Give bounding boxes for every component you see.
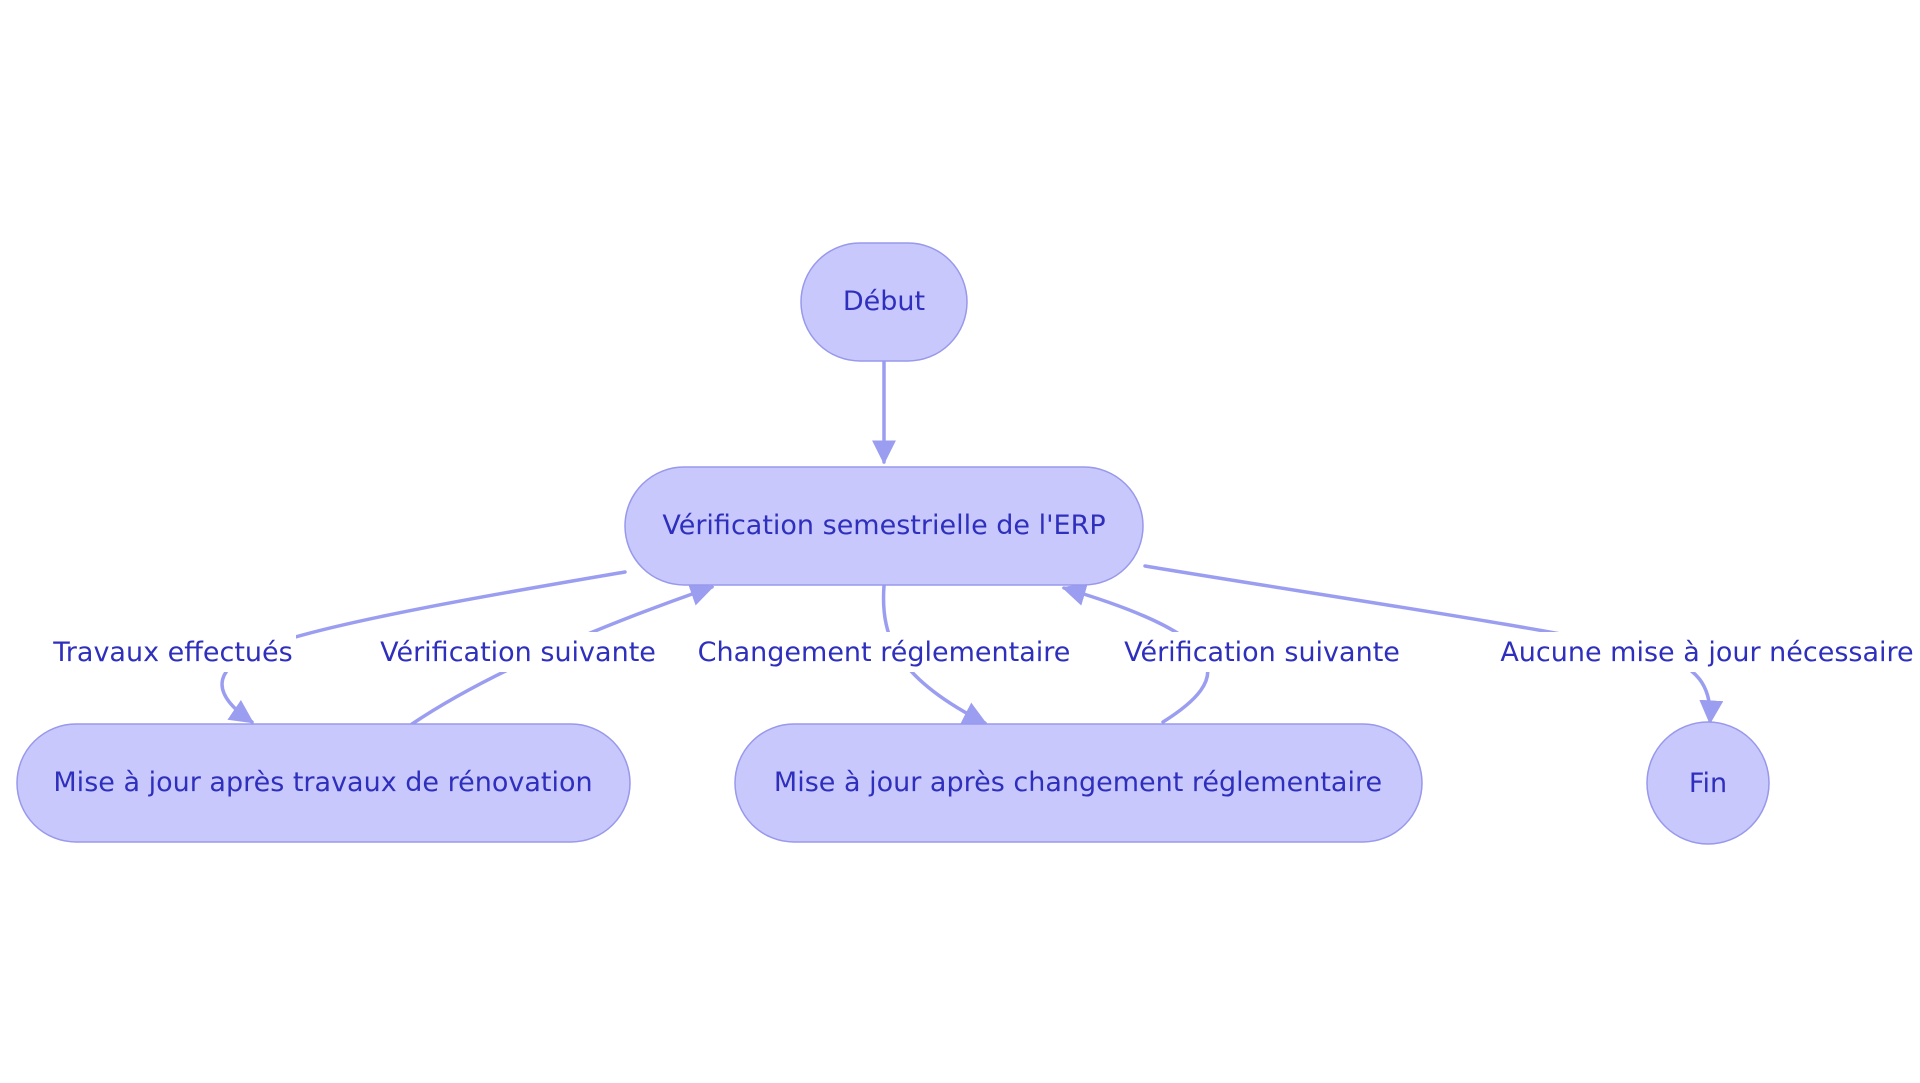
node-debut[interactable]: Début [800, 242, 968, 362]
edge-label-travaux-effectues: Travaux effectués [52, 637, 292, 668]
node-mise-a-jour-travaux-label: Mise à jour après travaux de rénovation [53, 767, 592, 798]
node-mise-a-jour-reglementaire[interactable]: Mise à jour après changement réglementai… [734, 723, 1423, 843]
edge-label-verification-suivante-1: Vérification suivante [380, 637, 656, 668]
node-mise-a-jour-travaux[interactable]: Mise à jour après travaux de rénovation [16, 723, 631, 843]
node-fin-label: Fin [1689, 768, 1727, 799]
node-verification-semestrielle-label: Vérification semestrielle de l'ERP [662, 510, 1105, 541]
edge-travaux-effectues [220, 570, 627, 724]
node-fin[interactable]: Fin [1646, 721, 1770, 845]
node-mise-a-jour-reglementaire-label: Mise à jour après changement réglementai… [774, 767, 1382, 798]
edge-labels: Travaux effectués Vérification suivante … [50, 632, 1914, 672]
node-debut-label: Début [843, 286, 925, 317]
node-verification-semestrielle[interactable]: Vérification semestrielle de l'ERP [624, 466, 1144, 586]
nodes: Début Vérification semestrielle de l'ERP… [16, 242, 1770, 845]
edge-label-changement-reglementaire: Changement réglementaire [698, 637, 1071, 668]
edge-label-aucune-mise-a-jour: Aucune mise à jour nécessaire [1500, 637, 1913, 668]
edge-label-verification-suivante-2: Vérification suivante [1124, 637, 1400, 668]
